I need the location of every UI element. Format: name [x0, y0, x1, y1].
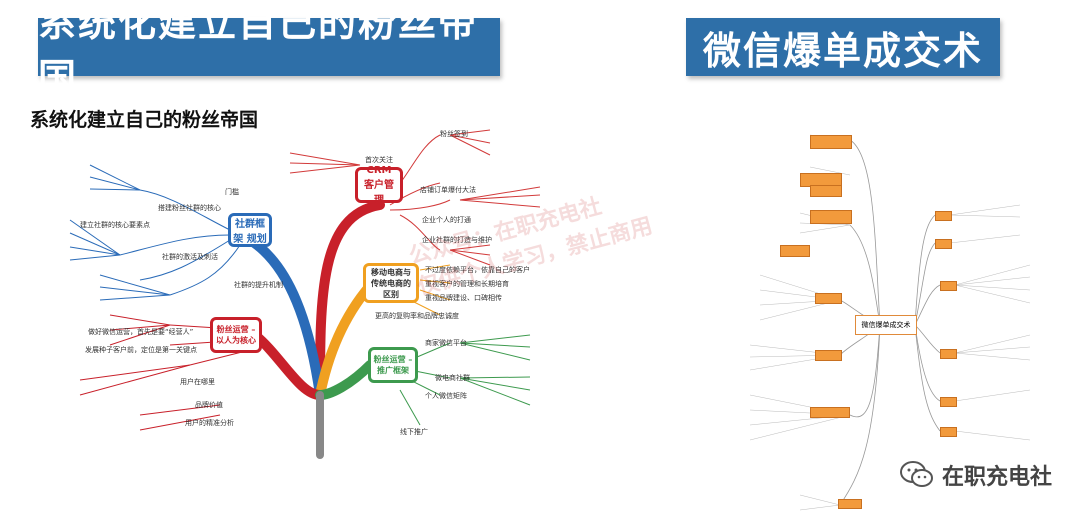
branch-label: 更高的复购率和品牌忠诚度	[375, 312, 459, 320]
orange-node	[810, 407, 850, 418]
orange-node	[940, 349, 957, 359]
orange-node	[815, 350, 842, 361]
branch-label: 搭建粉丝社群的核心	[158, 204, 221, 212]
orange-node	[940, 427, 957, 437]
orange-node	[940, 281, 957, 291]
orange-node	[810, 185, 842, 197]
hub-fans: 粉丝运营 – 以人为核心	[210, 317, 262, 353]
wechat-logo: 在职充电社	[899, 459, 1052, 491]
branch-label: 重视客户的管理和长期培育	[425, 280, 509, 288]
branch-label: 品牌价值	[195, 401, 223, 409]
logo-text: 在职充电社	[941, 465, 1052, 490]
orange-node	[940, 397, 957, 407]
branch-label: 商家微信平台	[425, 339, 467, 347]
mindmap-title: 系统化建立自己的粉丝帝国	[30, 109, 259, 131]
orange-node	[780, 245, 810, 257]
wechat-icon	[899, 461, 933, 487]
orange-node	[935, 211, 952, 221]
hub-promo: 粉丝运营 – 推广框架	[368, 347, 418, 383]
branch-label: 用户在哪里	[180, 378, 215, 386]
branch-label: 用户的精准分析	[185, 419, 234, 427]
orange-node	[815, 293, 842, 304]
branch-label: 重视品牌建设、口碑相传	[425, 294, 502, 302]
left-banner-title: 系统化建立自己的粉丝帝国	[38, 1, 500, 100]
branch-label: 门槛	[225, 188, 239, 196]
orange-node	[838, 499, 862, 509]
orange-node	[935, 239, 952, 249]
right-mindmap-center: 微信爆单成交术	[855, 315, 917, 335]
branch-label: 社群的提升机制	[234, 281, 283, 289]
branch-label: 粉丝签到	[440, 130, 468, 138]
branch-label: 不过度依赖平台，依靠自己的客户	[425, 266, 530, 274]
branch-label: 首次关注	[365, 156, 393, 164]
branch-label: 微电商社群	[435, 374, 470, 382]
hub-mobile: 移动电商与传统电商的区别	[363, 263, 419, 303]
right-banner-title: 微信爆单成交术	[686, 18, 1000, 76]
orange-node	[810, 135, 852, 149]
hub-social: 社群框架 规划	[228, 213, 272, 247]
mindmap-branches	[69, 129, 541, 459]
branch-label: 社群的激活及刺活	[162, 253, 218, 261]
branch-label: 建立社群的核心要素点	[80, 221, 150, 229]
left-mindmap-image: 系统化建立自己的粉丝帝国	[20, 95, 660, 525]
branch-label: 个人微信矩阵	[425, 392, 467, 400]
branch-label: 线下推广	[400, 428, 428, 436]
branch-label: 做好微信运营，首先是要“经营人”	[88, 328, 194, 336]
branch-label: 企业个人的打通	[422, 216, 471, 224]
orange-node	[810, 210, 852, 224]
branch-label: 企业社群的打造与维护	[422, 236, 492, 244]
right-mindmap-image: 微信爆单成交术	[660, 95, 1080, 525]
hub-crm: CRM 客户管理	[355, 165, 403, 206]
branch-label: 发展种子客户前，定位是第一关键点	[85, 346, 197, 354]
branch-label: 店铺订单爆付大法	[420, 186, 476, 194]
